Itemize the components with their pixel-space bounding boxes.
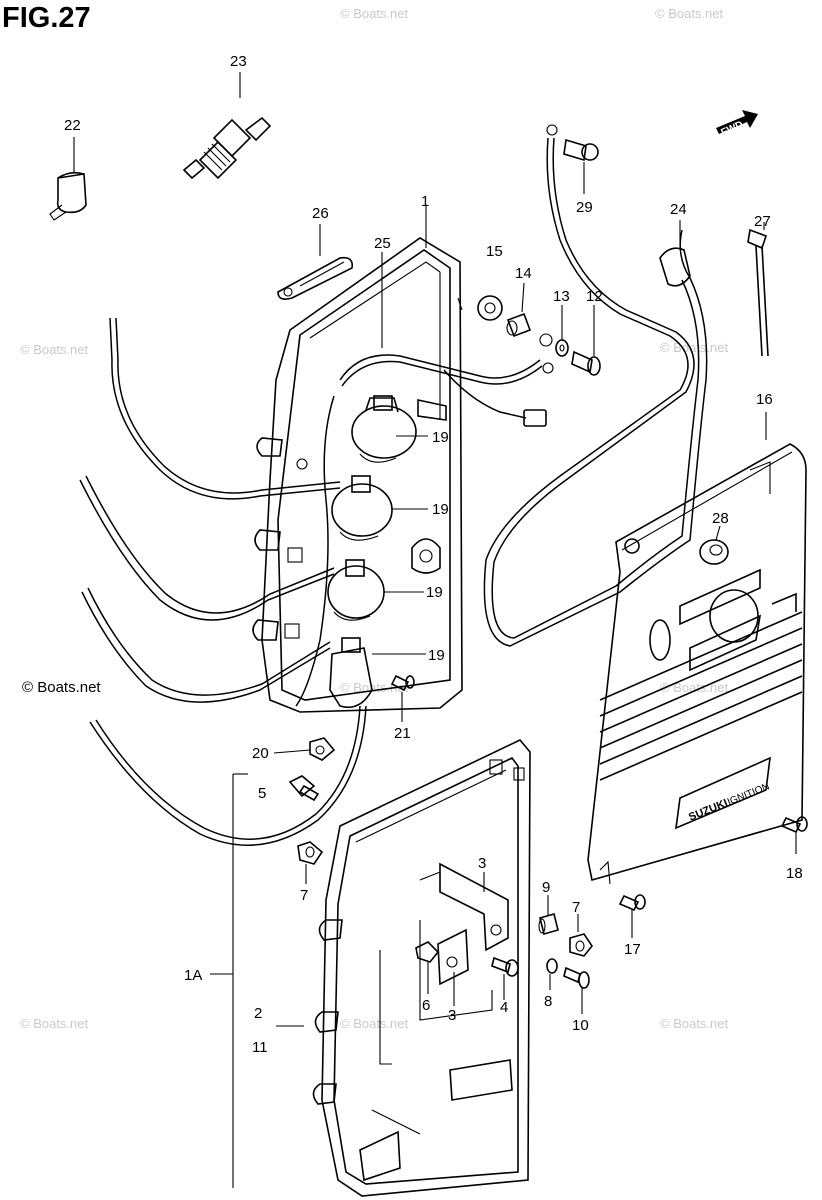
callout-23: 23 (230, 53, 247, 70)
callout-2: 2 (254, 1005, 262, 1022)
callout-19-2: 19 (432, 501, 449, 518)
callout-1A: 1A (184, 967, 202, 984)
ignition-cover-16: SUZUKI IGNITION (587, 443, 807, 885)
screw-12 (571, 350, 601, 376)
callout-29: 29 (576, 199, 593, 216)
watermark-left-mid: © Boats.net (20, 342, 89, 357)
bolt-10 (563, 966, 590, 989)
ignition-coil-2 (331, 475, 393, 541)
watermark-right-bottom: © Boats.net (660, 1016, 729, 1031)
watermark-center-low: © Boats.net (340, 1016, 409, 1031)
sleeve-14 (506, 312, 532, 338)
callout-26: 26 (312, 205, 329, 222)
callout-3-lower: 3 (448, 1007, 456, 1024)
callout-3-upper: 3 (478, 855, 486, 872)
fwd-arrow-icon: FWD (716, 110, 758, 139)
washer-13 (555, 339, 569, 357)
lead-wire-loop (483, 124, 708, 647)
nut-7-left (297, 841, 324, 865)
ignition-coil-3 (327, 559, 385, 621)
clamp-20 (309, 737, 336, 761)
callout-6: 6 (422, 997, 430, 1014)
nut-7-right (569, 933, 593, 957)
watermark-top-center: © Boats.net (340, 6, 409, 21)
cdi-unit-housing (252, 237, 463, 713)
callout-14: 14 (515, 265, 532, 282)
ignition-coil-1 (351, 395, 417, 463)
fwd-tag-label: FWD (720, 119, 745, 138)
collar-9 (538, 913, 559, 935)
ignition-coil-4 (329, 637, 373, 709)
grommet-15 (477, 295, 503, 321)
bolt-4 (491, 956, 519, 977)
watermark-left-dark: © Boats.net (22, 679, 101, 696)
callout-8: 8 (544, 993, 552, 1010)
watermark-right-low: © Boats.net (660, 680, 729, 695)
nut-6 (415, 941, 440, 963)
high-tension-cords (79, 317, 367, 846)
plate-outline-lines (419, 920, 493, 1021)
bracket-3-upper (419, 862, 509, 952)
wiring-harness (295, 333, 554, 707)
watermark-left-low: © Boats.net (20, 1016, 89, 1031)
callout-22: 22 (64, 117, 81, 134)
callout-20: 20 (252, 745, 269, 762)
callout-15: 15 (486, 243, 503, 260)
cover-ignition-text: IGNITION (726, 781, 771, 808)
callout-12: 12 (586, 288, 603, 305)
screw-17 (618, 894, 646, 912)
callout-9: 9 (542, 879, 550, 896)
bolt-5 (288, 775, 320, 802)
callout-24: 24 (670, 201, 687, 218)
callout-4: 4 (500, 999, 508, 1016)
spark-plug-cap (49, 171, 87, 221)
callout-1: 1 (421, 193, 429, 210)
callout-5: 5 (258, 785, 266, 802)
base-plate-2 (312, 739, 531, 1197)
screw-21 (390, 674, 415, 692)
callout-16: 16 (756, 391, 773, 408)
callout-7-right: 7 (572, 899, 580, 916)
callout-13: 13 (553, 288, 570, 305)
watermark-top-right: © Boats.net (655, 6, 724, 21)
washer-8 (546, 958, 558, 974)
callout-10: 10 (572, 1017, 589, 1034)
callout-11: 11 (252, 1039, 268, 1056)
callout-17: 17 (624, 941, 641, 958)
cover-brand-text: SUZUKI (687, 797, 729, 823)
figure-title: FIG.27 (2, 2, 91, 34)
callout-25: 25 (374, 235, 391, 252)
wire-strap-bracket (277, 256, 354, 300)
spark-plug (182, 116, 272, 180)
callout-28: 28 (712, 510, 729, 527)
cable-tie-27 (747, 228, 769, 357)
callout-19-4: 19 (428, 647, 445, 664)
leader-lines (73, 72, 797, 1188)
watermarks: © Boats.net © Boats.net © Boats.net © Bo… (20, 6, 729, 1031)
callout-21: 21 (394, 725, 411, 742)
callout-27: 27 (754, 213, 771, 230)
callout-19-1: 19 (432, 429, 449, 446)
bracket-3-lower (437, 928, 469, 986)
callout-labels: 23 22 26 1 25 15 14 13 12 29 24 27 16 28… (64, 53, 803, 1056)
grommet-28 (699, 539, 729, 565)
callout-18: 18 (786, 865, 803, 882)
callout-7-left: 7 (300, 887, 308, 904)
callout-19-3: 19 (426, 584, 443, 601)
watermark-right-mid: © Boats.net (660, 340, 729, 355)
screw-29 (563, 138, 599, 162)
